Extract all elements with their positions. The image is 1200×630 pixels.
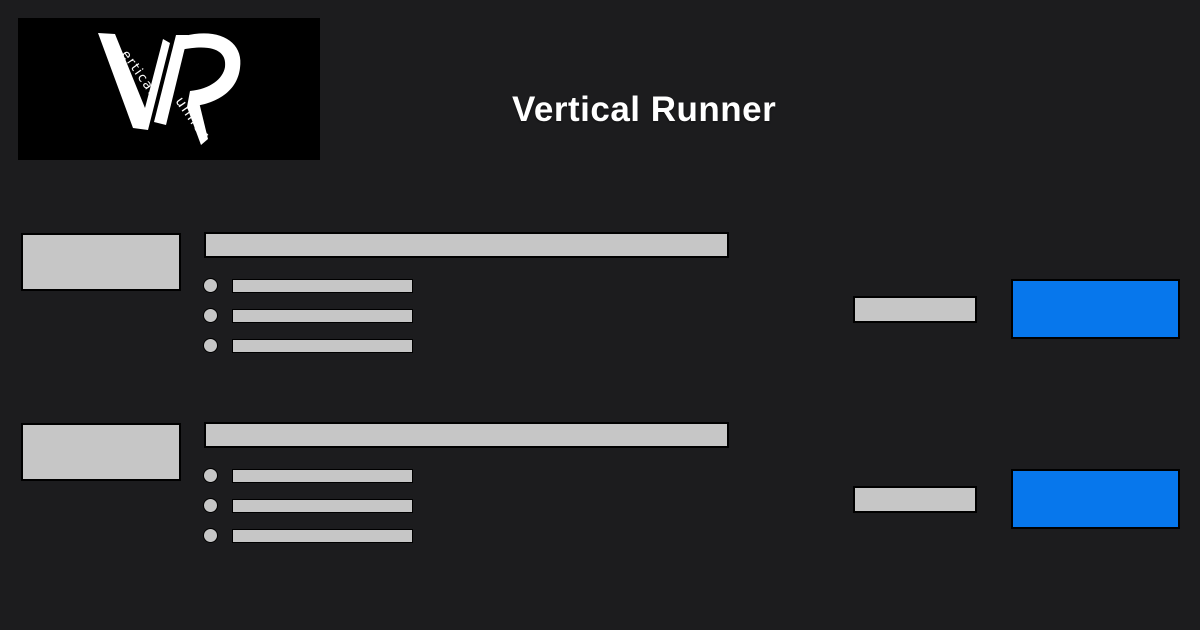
vertical-runner-logo-icon: ertical unner [98, 33, 241, 145]
product-price-placeholder [853, 296, 977, 323]
product-detail-placeholder [232, 499, 413, 513]
bullet-dot-icon [203, 278, 218, 293]
product-bullet-row [203, 528, 414, 544]
product-detail-placeholder [232, 309, 413, 323]
product-detail-placeholder [232, 339, 413, 353]
product-detail-placeholder [232, 529, 413, 543]
product-price-placeholder [853, 486, 977, 513]
product-image-placeholder [21, 423, 181, 481]
product-detail-placeholder [232, 469, 413, 483]
bullet-dot-icon [203, 498, 218, 513]
brand-logo: ertical unner [18, 18, 320, 160]
logo-r-bowl [180, 33, 241, 107]
product-bullet-row [203, 338, 414, 354]
product-cta-button[interactable] [1011, 469, 1180, 529]
product-bullet-row [203, 468, 414, 484]
product-skeleton-card-1 [0, 232, 1200, 354]
page-title: Vertical Runner [512, 90, 777, 129]
logo-r-stem [154, 35, 188, 125]
product-bullet-row [203, 308, 414, 324]
product-bullet-row [203, 278, 414, 294]
product-image-placeholder [21, 233, 181, 291]
product-cta-button[interactable] [1011, 279, 1180, 339]
product-title-placeholder [204, 232, 729, 258]
bullet-dot-icon [203, 338, 218, 353]
bullet-dot-icon [203, 528, 218, 543]
logo-r-leg [187, 102, 208, 145]
product-bullet-row [203, 498, 414, 514]
logo-letter-r [154, 33, 241, 145]
product-title-placeholder [204, 422, 729, 448]
product-detail-placeholder [232, 279, 413, 293]
product-skeleton-card-2 [0, 422, 1200, 544]
bullet-dot-icon [203, 468, 218, 483]
logo-letter-v [98, 33, 170, 130]
bullet-dot-icon [203, 308, 218, 323]
